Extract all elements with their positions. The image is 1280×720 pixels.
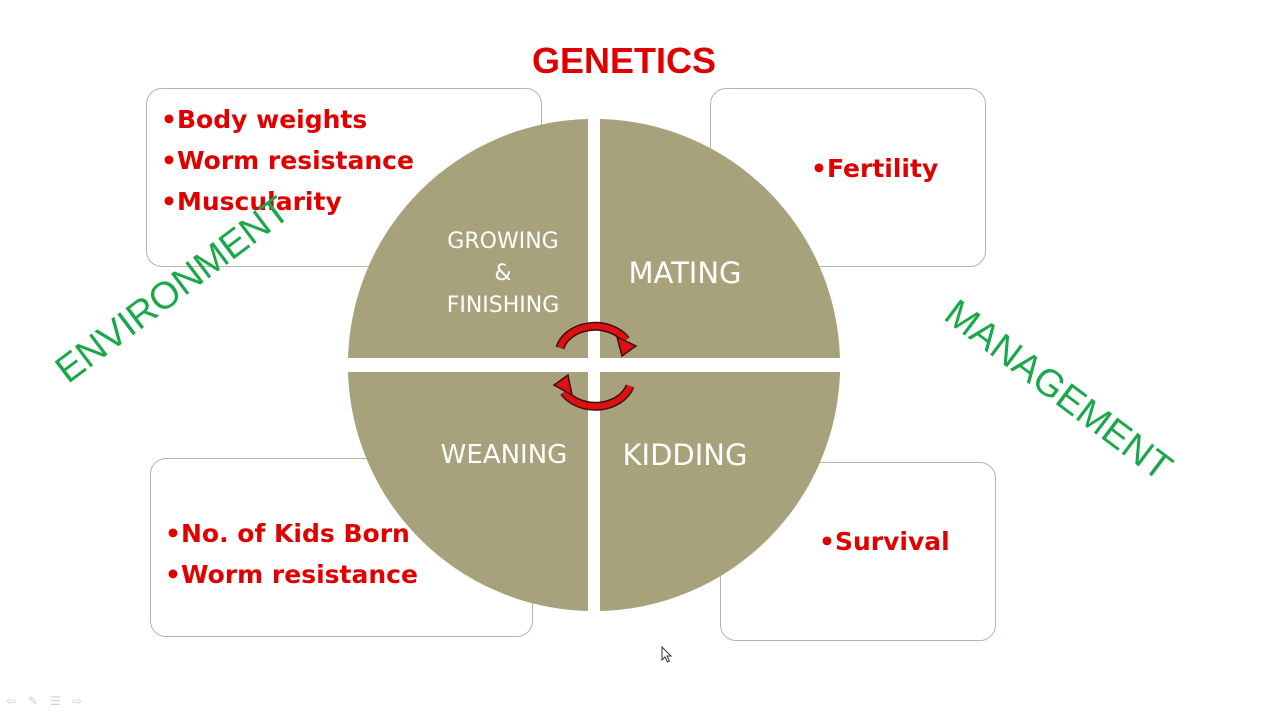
bullet-item: Muscularity bbox=[161, 181, 414, 222]
quadrant-label-line: GROWING bbox=[447, 229, 559, 254]
quadrant-label-growing-finishing: GROWING & FINISHING bbox=[422, 226, 584, 322]
quadrant-label-line: & bbox=[494, 261, 512, 286]
bullet-item: No. of Kids Born bbox=[165, 513, 418, 554]
slide-controls[interactable]: ⇦ ✎ ☰ ⇨ bbox=[6, 694, 86, 708]
box-bottom-right: Survival bbox=[720, 462, 996, 641]
quadrant-bottom-right bbox=[600, 372, 840, 611]
circular-arrows-icon bbox=[552, 321, 638, 411]
quadrant-top-right bbox=[600, 119, 840, 358]
bullet-item: Worm resistance bbox=[165, 554, 418, 595]
bullet-list-bottom-left: No. of Kids Born Worm resistance bbox=[165, 513, 418, 595]
mouse-pointer-icon bbox=[661, 646, 673, 663]
bullet-list-top-left: Body weights Worm resistance Muscularity bbox=[161, 99, 414, 222]
quadrant-label-mating: MATING bbox=[628, 256, 742, 290]
bullet-list-bottom-right: Survival bbox=[819, 521, 950, 562]
quadrant-bottom-left bbox=[348, 372, 588, 611]
bullet-item: Survival bbox=[819, 521, 950, 562]
next-slide-icon[interactable]: ⇨ bbox=[72, 694, 83, 708]
quadrant-top-left bbox=[348, 119, 588, 358]
bullet-item: Fertility bbox=[811, 148, 938, 189]
bullet-list-top-right: Fertility bbox=[811, 148, 938, 189]
box-top-right: Fertility bbox=[710, 88, 986, 267]
menu-icon[interactable]: ☰ bbox=[50, 694, 61, 708]
previous-slide-icon[interactable]: ⇦ bbox=[6, 694, 17, 708]
bullet-item: Worm resistance bbox=[161, 140, 414, 181]
diagram-title: GENETICS bbox=[532, 40, 717, 81]
pen-icon[interactable]: ✎ bbox=[28, 694, 39, 708]
bullet-item: Body weights bbox=[161, 99, 414, 140]
quadrant-label-line: FINISHING bbox=[446, 293, 560, 318]
quadrant-label-kidding: KIDDING bbox=[622, 438, 748, 472]
quadrant-label-weaning: WEANING bbox=[440, 440, 568, 470]
